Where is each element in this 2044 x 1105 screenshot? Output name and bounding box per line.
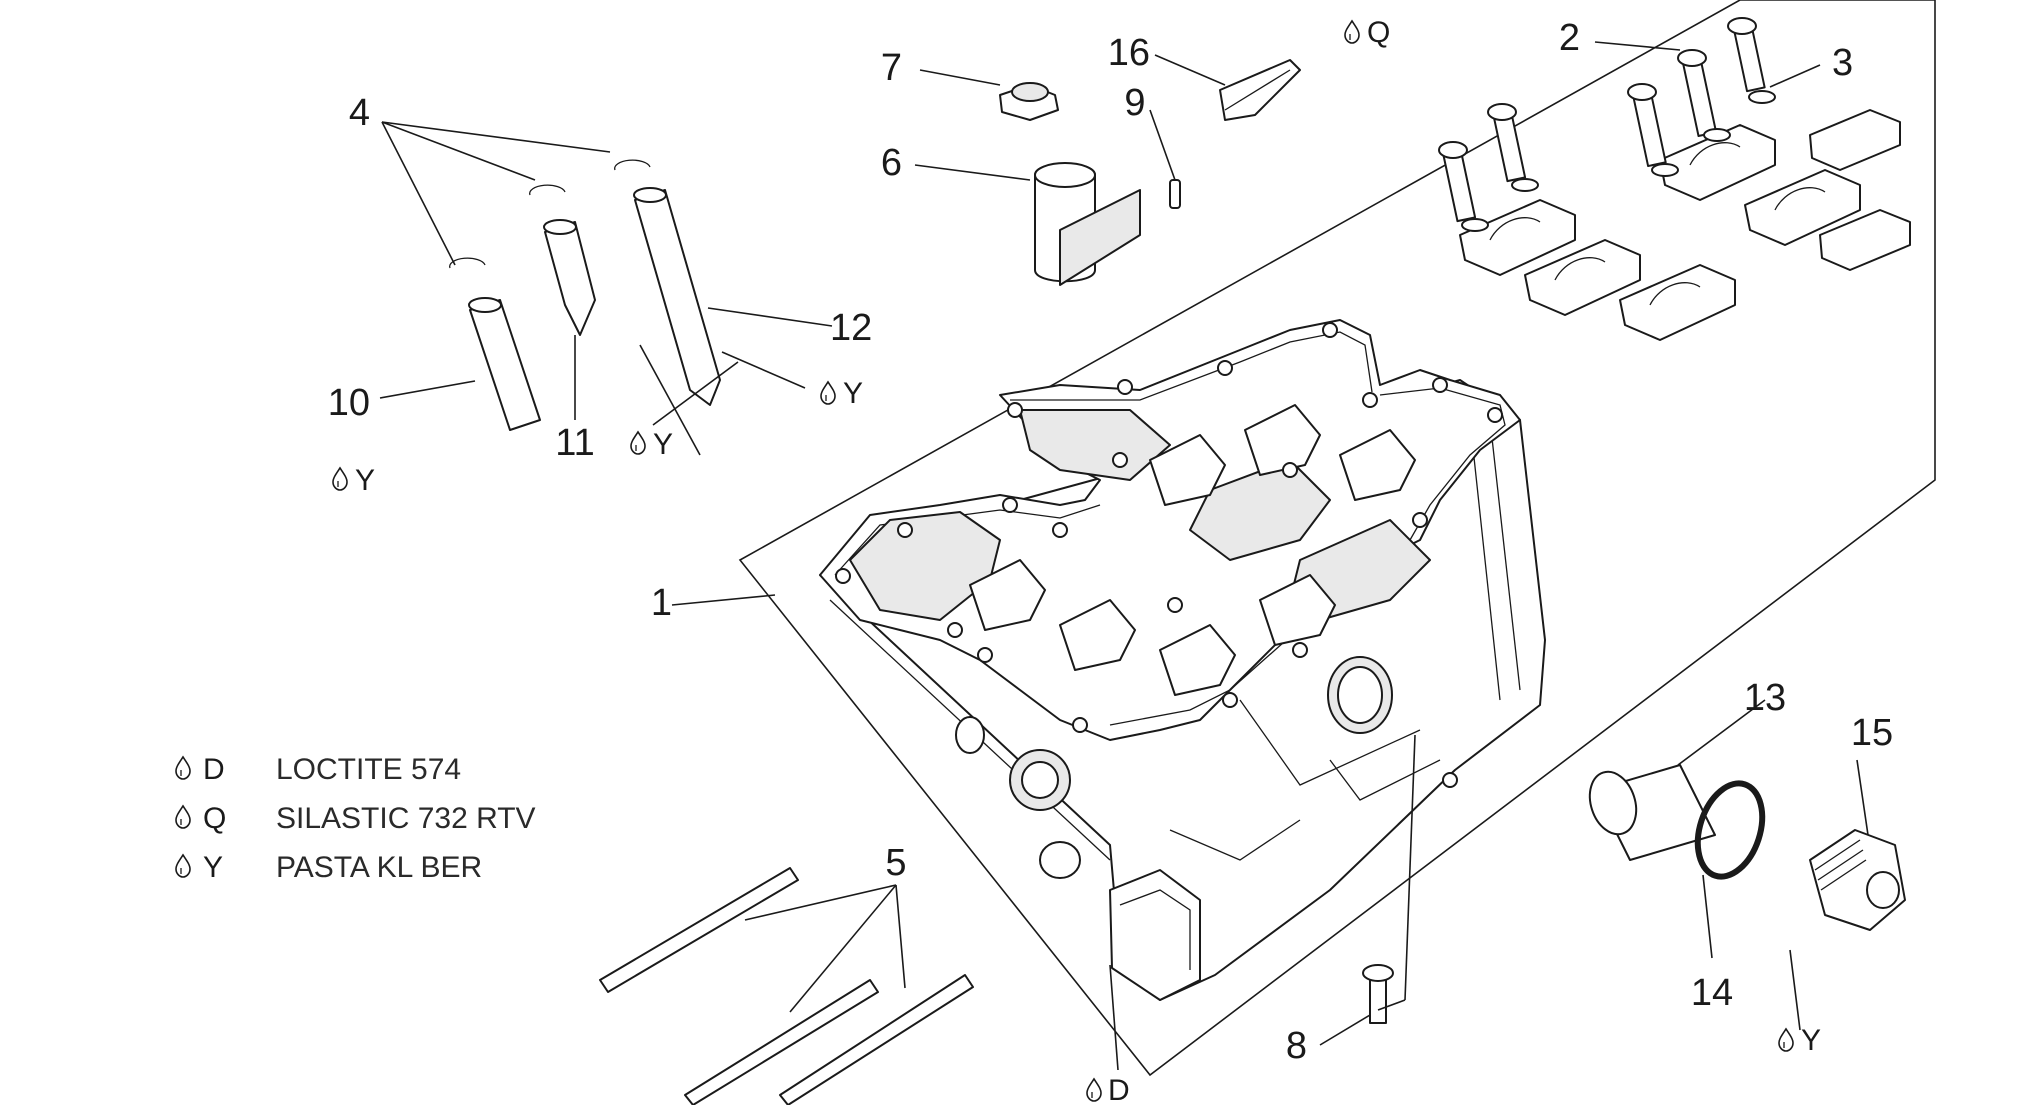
- part-10-pin: [468, 297, 541, 431]
- callout-16: 16: [1108, 32, 1150, 74]
- part-16-rubber-cap: [1219, 59, 1301, 121]
- callout-12: 12: [830, 307, 872, 349]
- part-7-nut: [999, 82, 1059, 121]
- assembly-plane-outline: [738, 0, 1936, 1077]
- callout-5: 5: [885, 842, 906, 884]
- marker-11-y: Y: [653, 428, 673, 461]
- marker-8-d: D: [1108, 1074, 1130, 1105]
- callout-8: 8: [1286, 1025, 1307, 1067]
- part-6-tensioner-guide: [1034, 162, 1141, 286]
- cylinder-head-part: [819, 319, 1546, 1001]
- callout-15: 15: [1851, 712, 1893, 754]
- legend-text-2: SILASTIC 732 RTV: [276, 802, 536, 835]
- callout-4: 4: [349, 92, 370, 134]
- part-14-o-ring: [1694, 780, 1766, 880]
- part-5-studs: [599, 867, 974, 1105]
- legend-code-2: Q: [203, 802, 226, 835]
- callout-11: 11: [555, 422, 594, 464]
- marker-12-y: Y: [843, 377, 863, 410]
- callout-13: 13: [1744, 677, 1786, 719]
- compound-legend: D LOCTITE 574 Q SILASTIC 732 RTV Y PASTA…: [175, 753, 536, 884]
- callout-labels: 1 2 3 4 5 6 7 8 9 10 11 12 13 14 15 16: [328, 17, 1893, 1067]
- callout-2: 2: [1559, 17, 1580, 59]
- legend-text-3: PASTA KL BER: [276, 851, 482, 884]
- part-4-circlips: [449, 159, 651, 269]
- callout-7: 7: [881, 47, 902, 89]
- part-15-drain-plug: [1809, 829, 1906, 931]
- callout-3: 3: [1832, 42, 1853, 84]
- part-11-pin: [543, 219, 596, 336]
- callout-14: 14: [1691, 972, 1733, 1014]
- marker-15-y: Y: [1801, 1024, 1821, 1057]
- part-12-pin: [633, 187, 721, 406]
- legend-code-1: D: [203, 753, 225, 786]
- leader-lines: [379, 41, 1869, 1071]
- part-9-pin: [1169, 179, 1181, 209]
- camshaft-bearing-caps: [1438, 17, 1911, 341]
- legend-text-1: LOCTITE 574: [276, 753, 461, 786]
- compound-markers: Y Y Y Q Y D: [332, 16, 1821, 1105]
- part-8-bolt: [1362, 964, 1394, 1024]
- callout-9: 9: [1124, 82, 1145, 124]
- callout-1: 1: [651, 582, 672, 624]
- callout-10: 10: [328, 382, 370, 424]
- marker-16-q: Q: [1367, 16, 1390, 49]
- part-13-sleeve: [1588, 764, 1716, 861]
- legend-code-3: Y: [203, 851, 223, 884]
- callout-6: 6: [881, 142, 902, 184]
- marker-10-y: Y: [355, 464, 375, 497]
